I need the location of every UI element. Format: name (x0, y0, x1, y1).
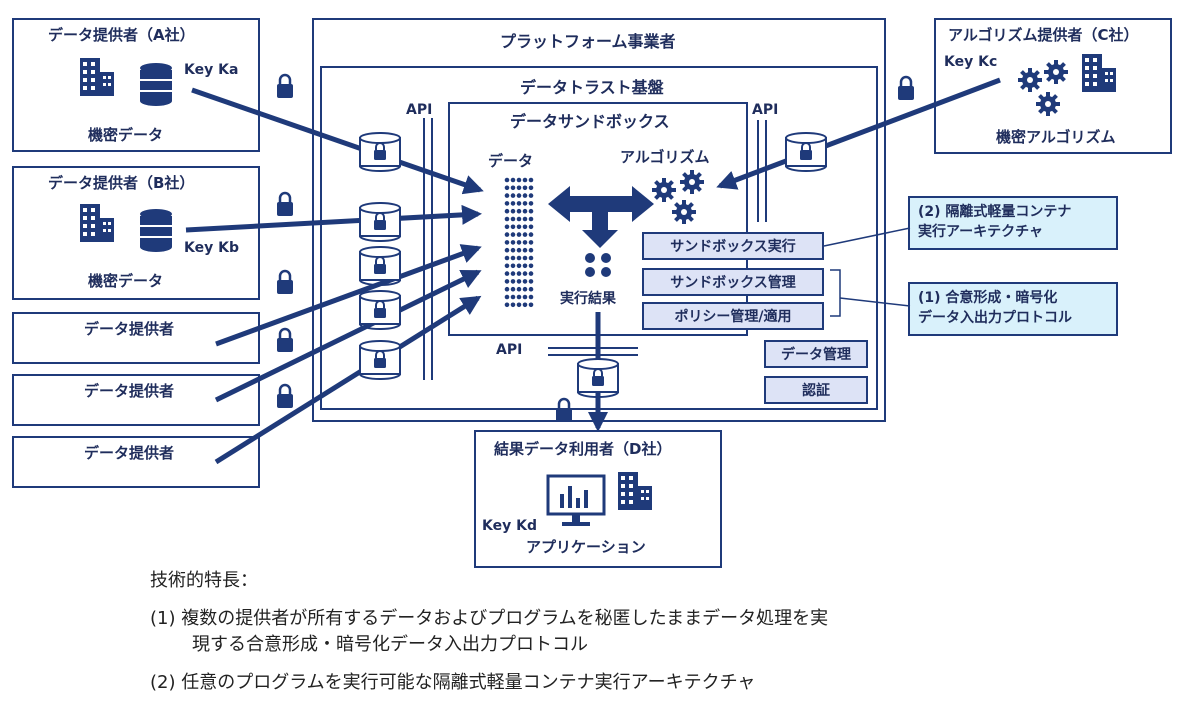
api-bottom-label: API (496, 342, 523, 358)
provider-title: データ提供者 (84, 320, 175, 338)
platform-title: プラットフォーム事業者 (500, 32, 676, 51)
callout-protocol-line1: (1) 合意形成・暗号化 (918, 290, 1058, 306)
notes-item1-line1: (1) 複数の提供者が所有するデータおよびプログラムを秘匿したままデータ処理を実 (150, 608, 829, 629)
api-right-label: API (752, 102, 779, 118)
algo-provider-caption: 機密アルゴリズム (996, 128, 1116, 146)
provider-a-key: Key Ka (184, 62, 239, 78)
trust-title: データトラスト基盤 (520, 78, 664, 97)
callout-container-arch-line1: (2) 隔離式軽量コンテナ (918, 204, 1072, 220)
algo-provider-key: Key Kc (944, 54, 998, 70)
provider-b-caption: 機密データ (88, 272, 164, 290)
provider-a-caption: 機密データ (88, 126, 164, 144)
sandbox-title: データサンドボックス (510, 112, 670, 131)
sandbox-exec-module: サンドボックス実行 (642, 232, 824, 260)
callout-protocol-line2: データ入出力プロトコル (918, 310, 1072, 326)
provider-a-title: データ提供者（A社） (48, 26, 195, 44)
result-user-caption: アプリケーション (526, 538, 646, 556)
sandbox-result-label: 実行結果 (560, 291, 616, 307)
api-left-label: API (406, 102, 433, 118)
provider-title: データ提供者 (84, 382, 175, 400)
notes-item1-line2: 現する合意形成・暗号化データ入出力プロトコル (192, 634, 588, 655)
provider-box (12, 374, 260, 426)
provider-a-box (12, 18, 260, 152)
result-user-title: 結果データ利用者（D社） (494, 440, 672, 458)
provider-b-title: データ提供者（B社） (48, 174, 195, 192)
sandbox-algo-label: アルゴリズム (620, 148, 710, 166)
result-user-key: Key Kd (482, 518, 537, 534)
notes-heading: 技術的特長： (150, 570, 258, 591)
algo-provider-box (934, 18, 1172, 154)
algo-provider-title: アルゴリズム提供者（C社） (948, 26, 1139, 44)
sandbox-data-label: データ (488, 152, 534, 170)
provider-b-key: Key Kb (184, 240, 239, 256)
provider-title: データ提供者 (84, 444, 175, 462)
callout-protocol: (1) 合意形成・暗号化 データ入出力プロトコル (908, 282, 1118, 336)
data-mgmt-module: データ管理 (764, 340, 868, 368)
notes-item2: (2) 任意のプログラムを実行可能な隔離式軽量コンテナ実行アーキテクチャ (150, 672, 756, 693)
sandbox-mgmt-module: サンドボックス管理 (642, 268, 824, 296)
provider-box (12, 312, 260, 364)
policy-module: ポリシー管理/適用 (642, 302, 824, 330)
provider-b-box (12, 166, 260, 300)
callout-container-arch-line2: 実行アーキテクチャ (918, 224, 1044, 240)
callout-container-arch: (2) 隔離式軽量コンテナ 実行アーキテクチャ (908, 196, 1118, 250)
auth-module: 認証 (764, 376, 868, 404)
